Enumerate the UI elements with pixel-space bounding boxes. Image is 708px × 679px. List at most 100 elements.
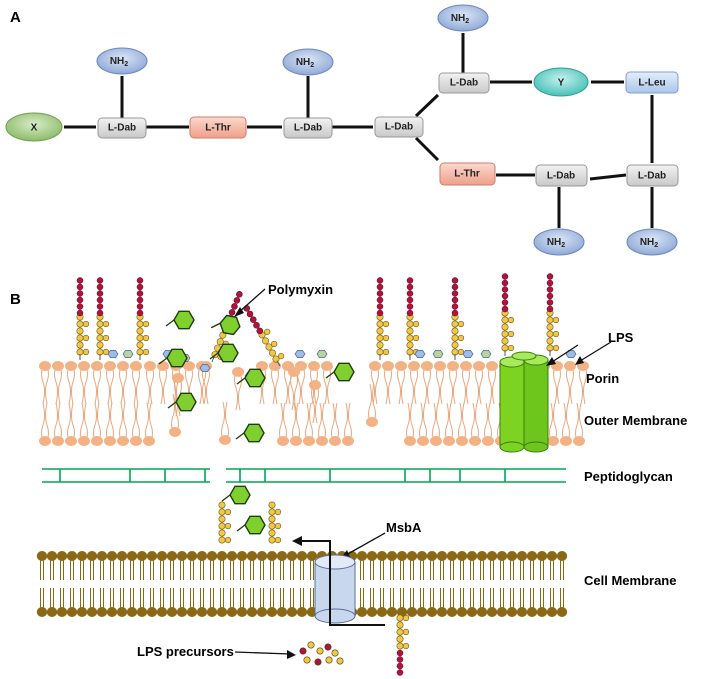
lipid-tail xyxy=(475,402,479,442)
lipid-tail xyxy=(294,371,298,411)
polymyxin-ring xyxy=(221,485,251,505)
node-l-dab-3: L-Dab xyxy=(374,116,424,138)
svg-text:L-Thr: L-Thr xyxy=(205,123,231,134)
lipid-tail xyxy=(322,402,326,442)
lps-core-sugar xyxy=(76,334,84,342)
node-l-dab-1: L-Dab xyxy=(97,117,147,139)
lps-o-antigen xyxy=(136,283,144,291)
lipid-tail xyxy=(579,402,583,442)
lipid-tail xyxy=(427,365,431,405)
lipid-tail xyxy=(171,393,175,433)
lipid-tail xyxy=(71,365,75,405)
lps-core-sugar xyxy=(376,327,384,335)
node-l-thr-2: L-Thr xyxy=(439,162,496,186)
polymyxin-ring xyxy=(236,515,266,535)
lps-o-antigen xyxy=(501,273,509,280)
membrane-lipid xyxy=(536,551,548,617)
lps-o-antigen xyxy=(96,296,104,304)
lipid-head xyxy=(308,361,320,371)
node-nh2-4: NH2 xyxy=(533,228,585,256)
lipid-head xyxy=(91,361,103,371)
membrane-lipid xyxy=(76,551,88,617)
lipid-tail xyxy=(119,402,123,442)
lipid-tail xyxy=(123,402,127,442)
svg-text:L-Dab: L-Dab xyxy=(385,122,413,133)
lps-chain xyxy=(268,501,282,544)
lps-o-antigen xyxy=(501,305,509,313)
lipid-tail xyxy=(453,365,457,405)
polymyxin-ring xyxy=(236,368,266,388)
lipid-tail xyxy=(549,402,553,442)
membrane-lipid xyxy=(56,551,68,617)
membrane-lipid xyxy=(226,551,238,617)
lipid-head xyxy=(316,436,328,446)
pointer-arrowheads xyxy=(234,307,584,659)
lipid-tail xyxy=(110,402,114,442)
lps-core-sugar xyxy=(136,320,144,328)
membrane-lipid xyxy=(136,551,148,617)
lps-precursors-cluster xyxy=(299,641,344,666)
membrane-lipid xyxy=(116,551,128,617)
lipid-head xyxy=(172,373,184,383)
panel-b-label: B xyxy=(10,291,21,308)
membrane-lipid xyxy=(236,551,248,617)
lps-core-sugar xyxy=(102,334,110,342)
lps-core-sugar xyxy=(96,334,104,342)
lps-o-antigen xyxy=(451,309,459,317)
svg-text:L-Dab: L-Dab xyxy=(108,123,136,134)
lipid-tail xyxy=(553,365,557,405)
polymyxin-ring xyxy=(235,423,265,443)
lipid-tail xyxy=(145,402,149,442)
lipid-tail xyxy=(123,365,127,405)
lps-o-antigen xyxy=(546,273,554,280)
lps-core-sugar xyxy=(224,522,232,530)
lipid-head xyxy=(65,436,77,446)
lipid-tail xyxy=(471,402,475,442)
lipid-tail xyxy=(149,402,153,442)
lps-core-sugar xyxy=(218,536,226,544)
lipid-tail xyxy=(106,365,110,405)
lipid-head xyxy=(104,361,116,371)
lipid-tail xyxy=(445,402,449,442)
glycan-unit xyxy=(565,350,577,358)
lps-o-antigen xyxy=(451,290,459,297)
polymyxin-ring xyxy=(158,348,188,368)
membrane-lipid xyxy=(86,551,98,617)
lps-core-sugar xyxy=(412,334,420,342)
lipid-head xyxy=(104,436,116,446)
lps-core-sugar xyxy=(136,341,144,349)
membrane-lipid xyxy=(476,551,488,617)
membrane-lipid xyxy=(406,551,418,617)
membrane-lipid xyxy=(216,551,228,617)
lps-core-sugar xyxy=(507,344,515,352)
lipid-tail xyxy=(136,365,140,405)
lipid-tail xyxy=(488,402,492,442)
membrane-lipid xyxy=(196,551,208,617)
membrane-lipid xyxy=(496,551,508,617)
lipid-head xyxy=(183,361,195,371)
glycan-unit xyxy=(432,350,444,358)
precursor-sugar xyxy=(324,643,332,651)
lps-core-sugar xyxy=(457,320,465,328)
lipid-head xyxy=(342,436,354,446)
lps-core-sugar xyxy=(218,515,226,523)
lipid-tail xyxy=(80,365,84,405)
lipid-tail xyxy=(97,365,101,405)
glycan-unit xyxy=(107,350,119,358)
membrane-lipid xyxy=(546,551,558,617)
lipid-head xyxy=(434,361,446,371)
membrane-lipid xyxy=(526,551,538,617)
node-l-dab-2: L-Dab xyxy=(283,117,333,139)
membrane-lipid xyxy=(96,551,108,617)
lps-core-sugar xyxy=(552,344,560,352)
label-cell-membrane: Cell Membrane xyxy=(584,573,676,588)
lipid-tail xyxy=(423,402,427,442)
lipid-head xyxy=(395,361,407,371)
lps-o-antigen xyxy=(136,303,144,310)
lipid-head xyxy=(404,436,416,446)
lipid-tail xyxy=(225,401,229,441)
lipid-tail xyxy=(583,365,587,405)
lipid-tail xyxy=(54,365,58,405)
lipid-head xyxy=(157,361,169,371)
